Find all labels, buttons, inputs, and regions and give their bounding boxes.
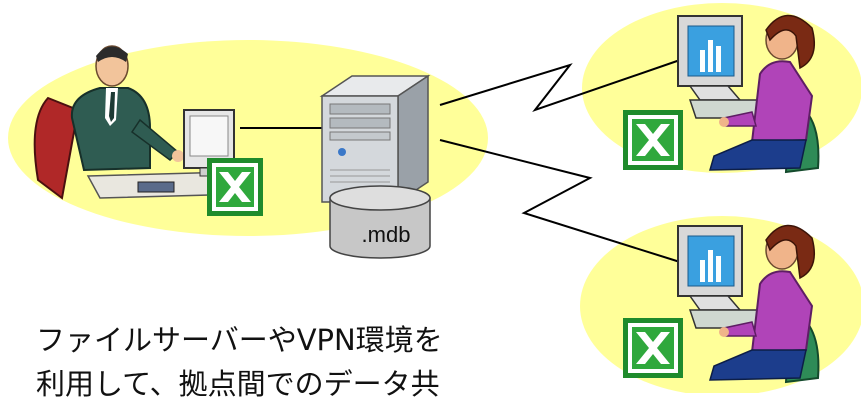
branch-user-2-clipart xyxy=(677,224,820,384)
vpn-link-bottom xyxy=(439,139,681,263)
database-label: .mdb xyxy=(361,222,411,247)
excel-icon xyxy=(207,158,263,216)
excel-icon xyxy=(623,318,683,378)
branch-user-1-clipart xyxy=(677,14,820,174)
network-diagram xyxy=(8,3,861,393)
tower-server-icon xyxy=(319,74,431,204)
caption-line-2: 利用して、拠点間でのデータ共 xyxy=(36,367,440,401)
caption-line-1: ファイルサーバーやVPN環境を xyxy=(36,323,443,357)
database-cylinder-icon xyxy=(329,185,431,259)
vpn-link-top xyxy=(439,59,681,113)
connection-lines xyxy=(240,59,681,263)
excel-icon xyxy=(623,110,683,170)
